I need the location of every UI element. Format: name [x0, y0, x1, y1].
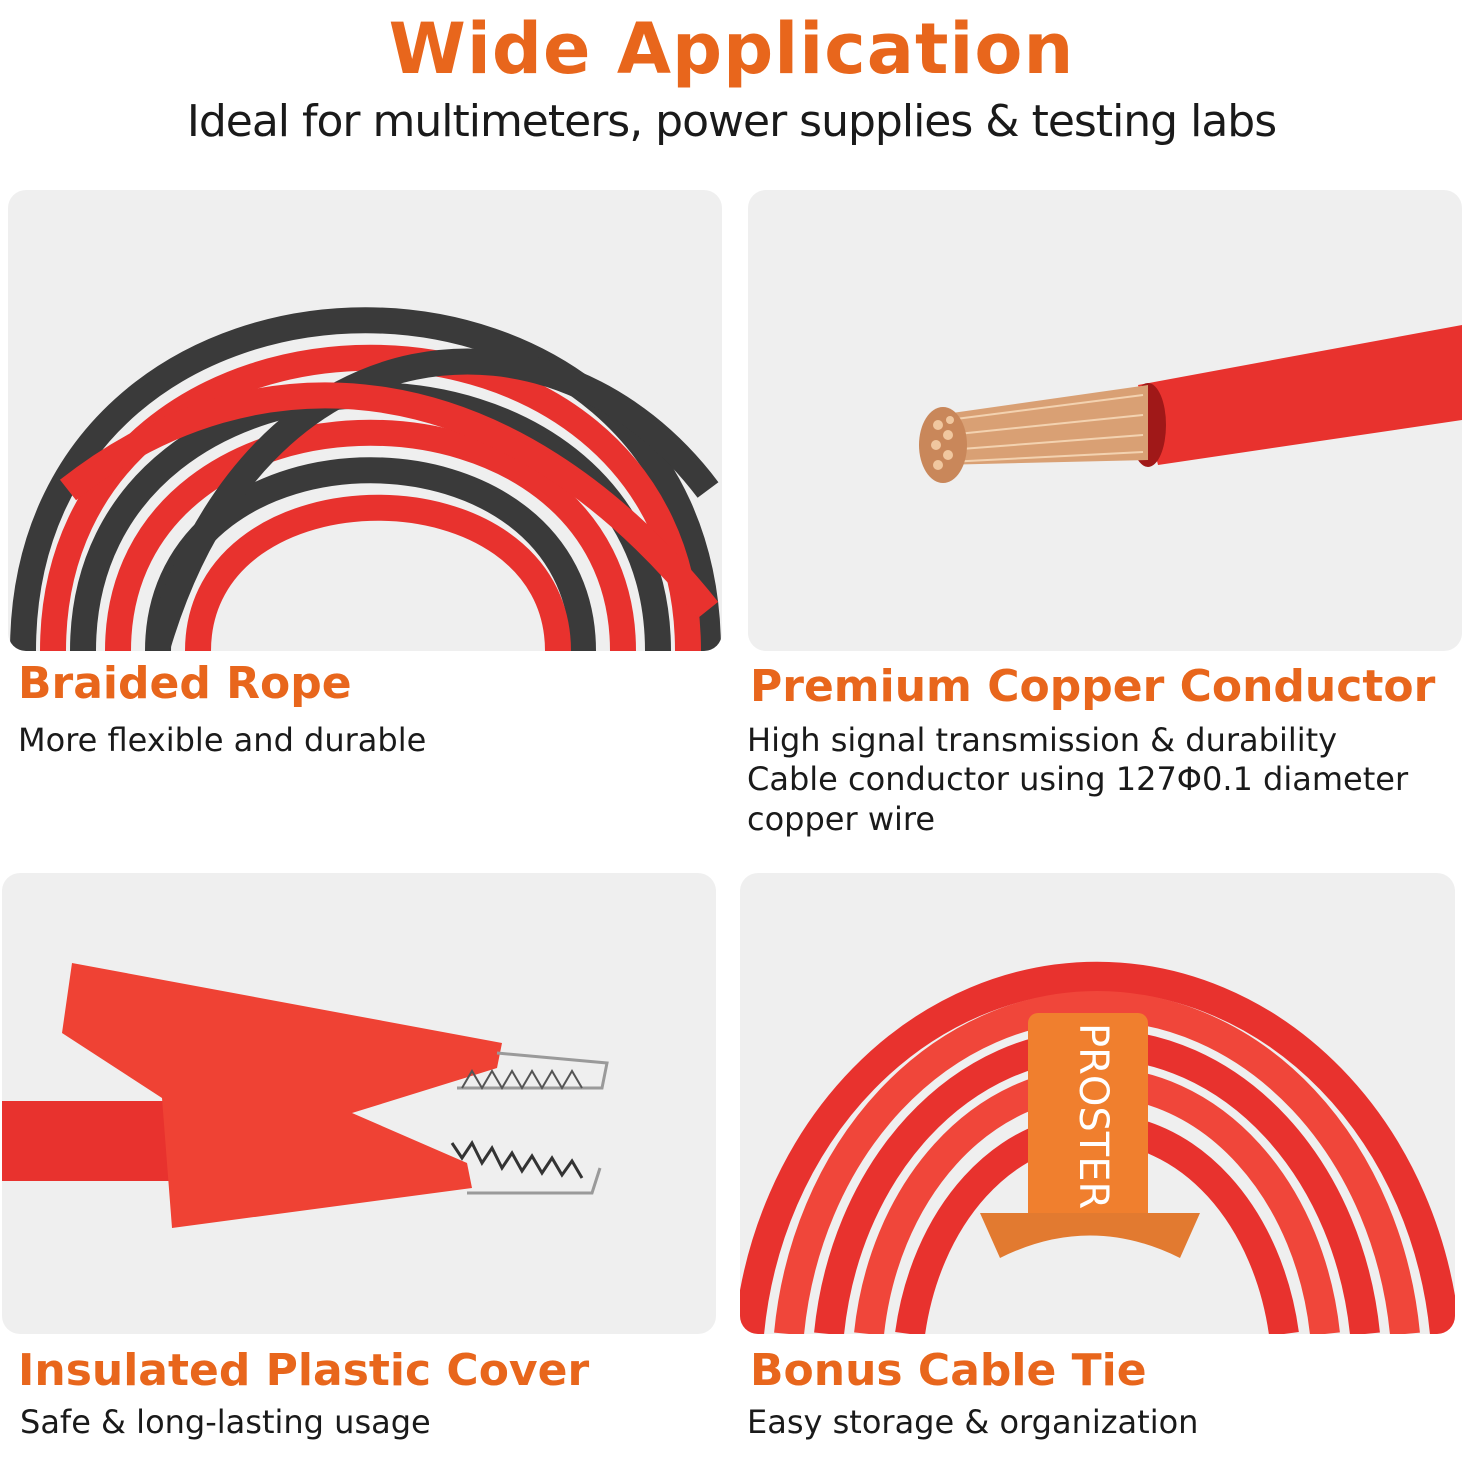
feature-desc-line-3: copper wire: [747, 800, 936, 838]
feature-desc-braided-rope: More flexible and durable: [18, 721, 427, 759]
insulated-cover-image: [2, 873, 716, 1334]
feature-desc-line-2: Cable conductor using 127Φ0.1 diameter: [747, 760, 1409, 798]
feature-desc-line-1: High signal transmission & durability: [747, 721, 1338, 759]
feature-title-copper-conductor: Premium Copper Conductor: [750, 661, 1436, 712]
feature-title-insulated-cover: Insulated Plastic Cover: [18, 1345, 590, 1396]
copper-conductor-image: [748, 190, 1462, 651]
proster-logo: PROSTER: [1070, 1023, 1116, 1209]
feature-desc-cable-tie: Easy storage & organization: [747, 1403, 1199, 1441]
page-title: Wide Application: [388, 8, 1075, 90]
feature-desc-insulated-cover: Safe & long-lasting usage: [20, 1403, 431, 1441]
page-subtitle: Ideal for multimeters, power supplies & …: [186, 96, 1277, 147]
feature-title-braided-rope: Braided Rope: [18, 658, 352, 709]
braided-rope-image: [8, 190, 722, 651]
feature-title-cable-tie: Bonus Cable Tie: [750, 1345, 1147, 1396]
cable-tie-image: PROSTER: [740, 873, 1455, 1334]
